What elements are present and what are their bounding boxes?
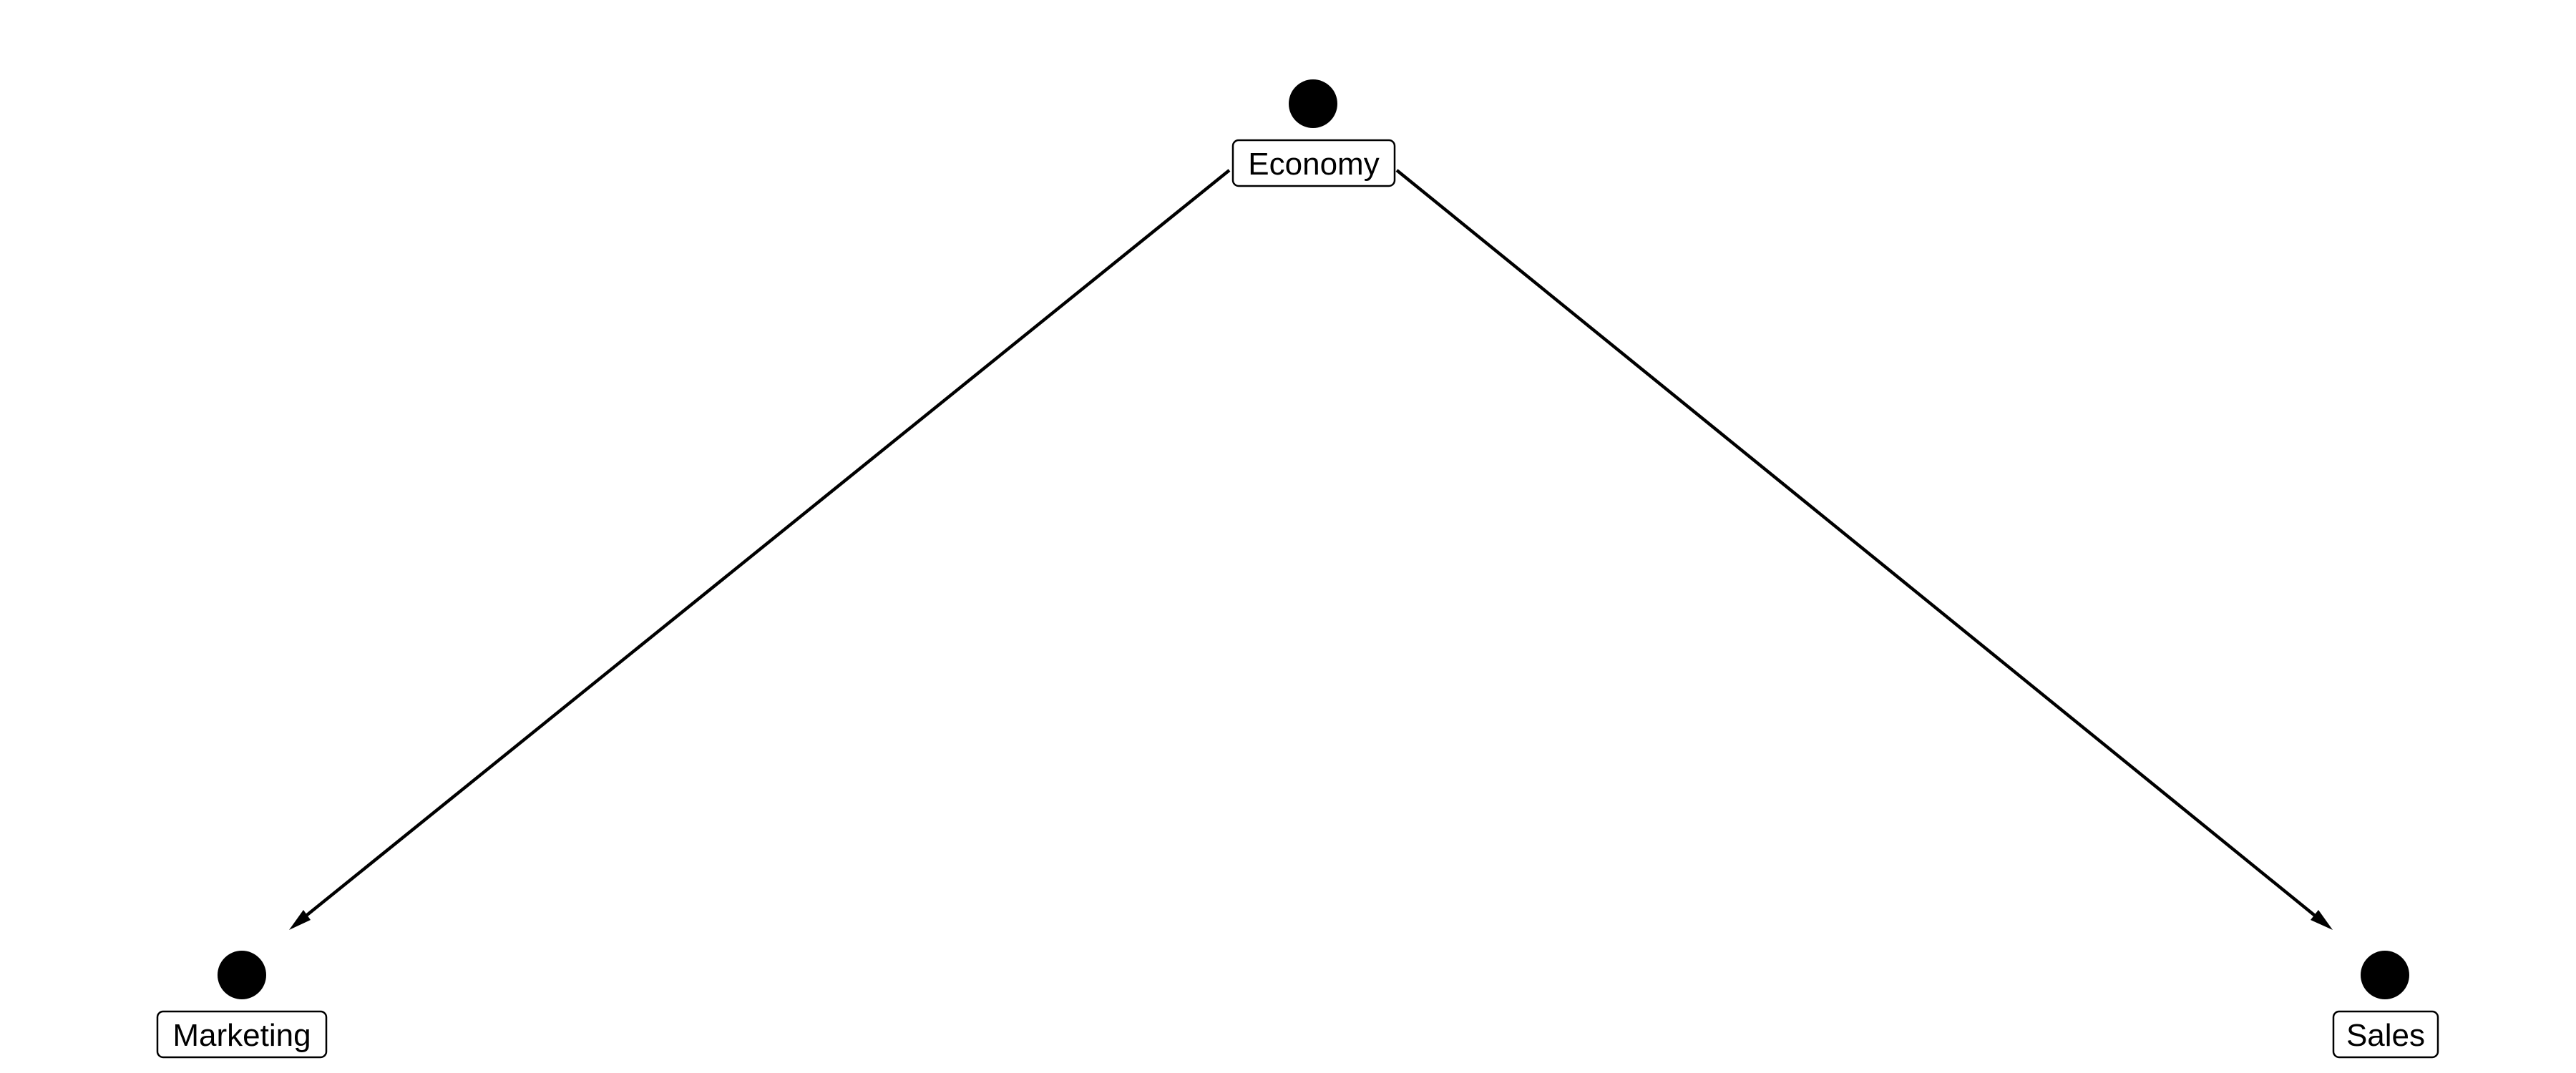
node-sales-label: Sales	[2346, 1018, 2425, 1053]
node-sales: Sales	[2332, 951, 2439, 1059]
edge-economy-sales	[1395, 169, 2323, 923]
node-sales-point	[2361, 951, 2409, 999]
node-sales-label-box	[2332, 1010, 2439, 1059]
edges	[289, 169, 2333, 930]
node-marketing-label: Marketing	[172, 1018, 311, 1053]
node-economy-label-box	[1231, 139, 1396, 187]
node-economy-point	[1289, 79, 1337, 128]
edge-economy-marketing-arrowhead	[289, 910, 311, 930]
edge-economy-marketing	[298, 169, 1231, 923]
node-economy-label: Economy	[1248, 147, 1379, 182]
edge-economy-sales-arrowhead	[2311, 910, 2333, 930]
node-marketing: Marketing	[156, 951, 328, 1059]
node-economy: Economy	[1231, 79, 1396, 187]
node-marketing-label-box	[156, 1010, 328, 1059]
node-marketing-point	[218, 951, 266, 999]
